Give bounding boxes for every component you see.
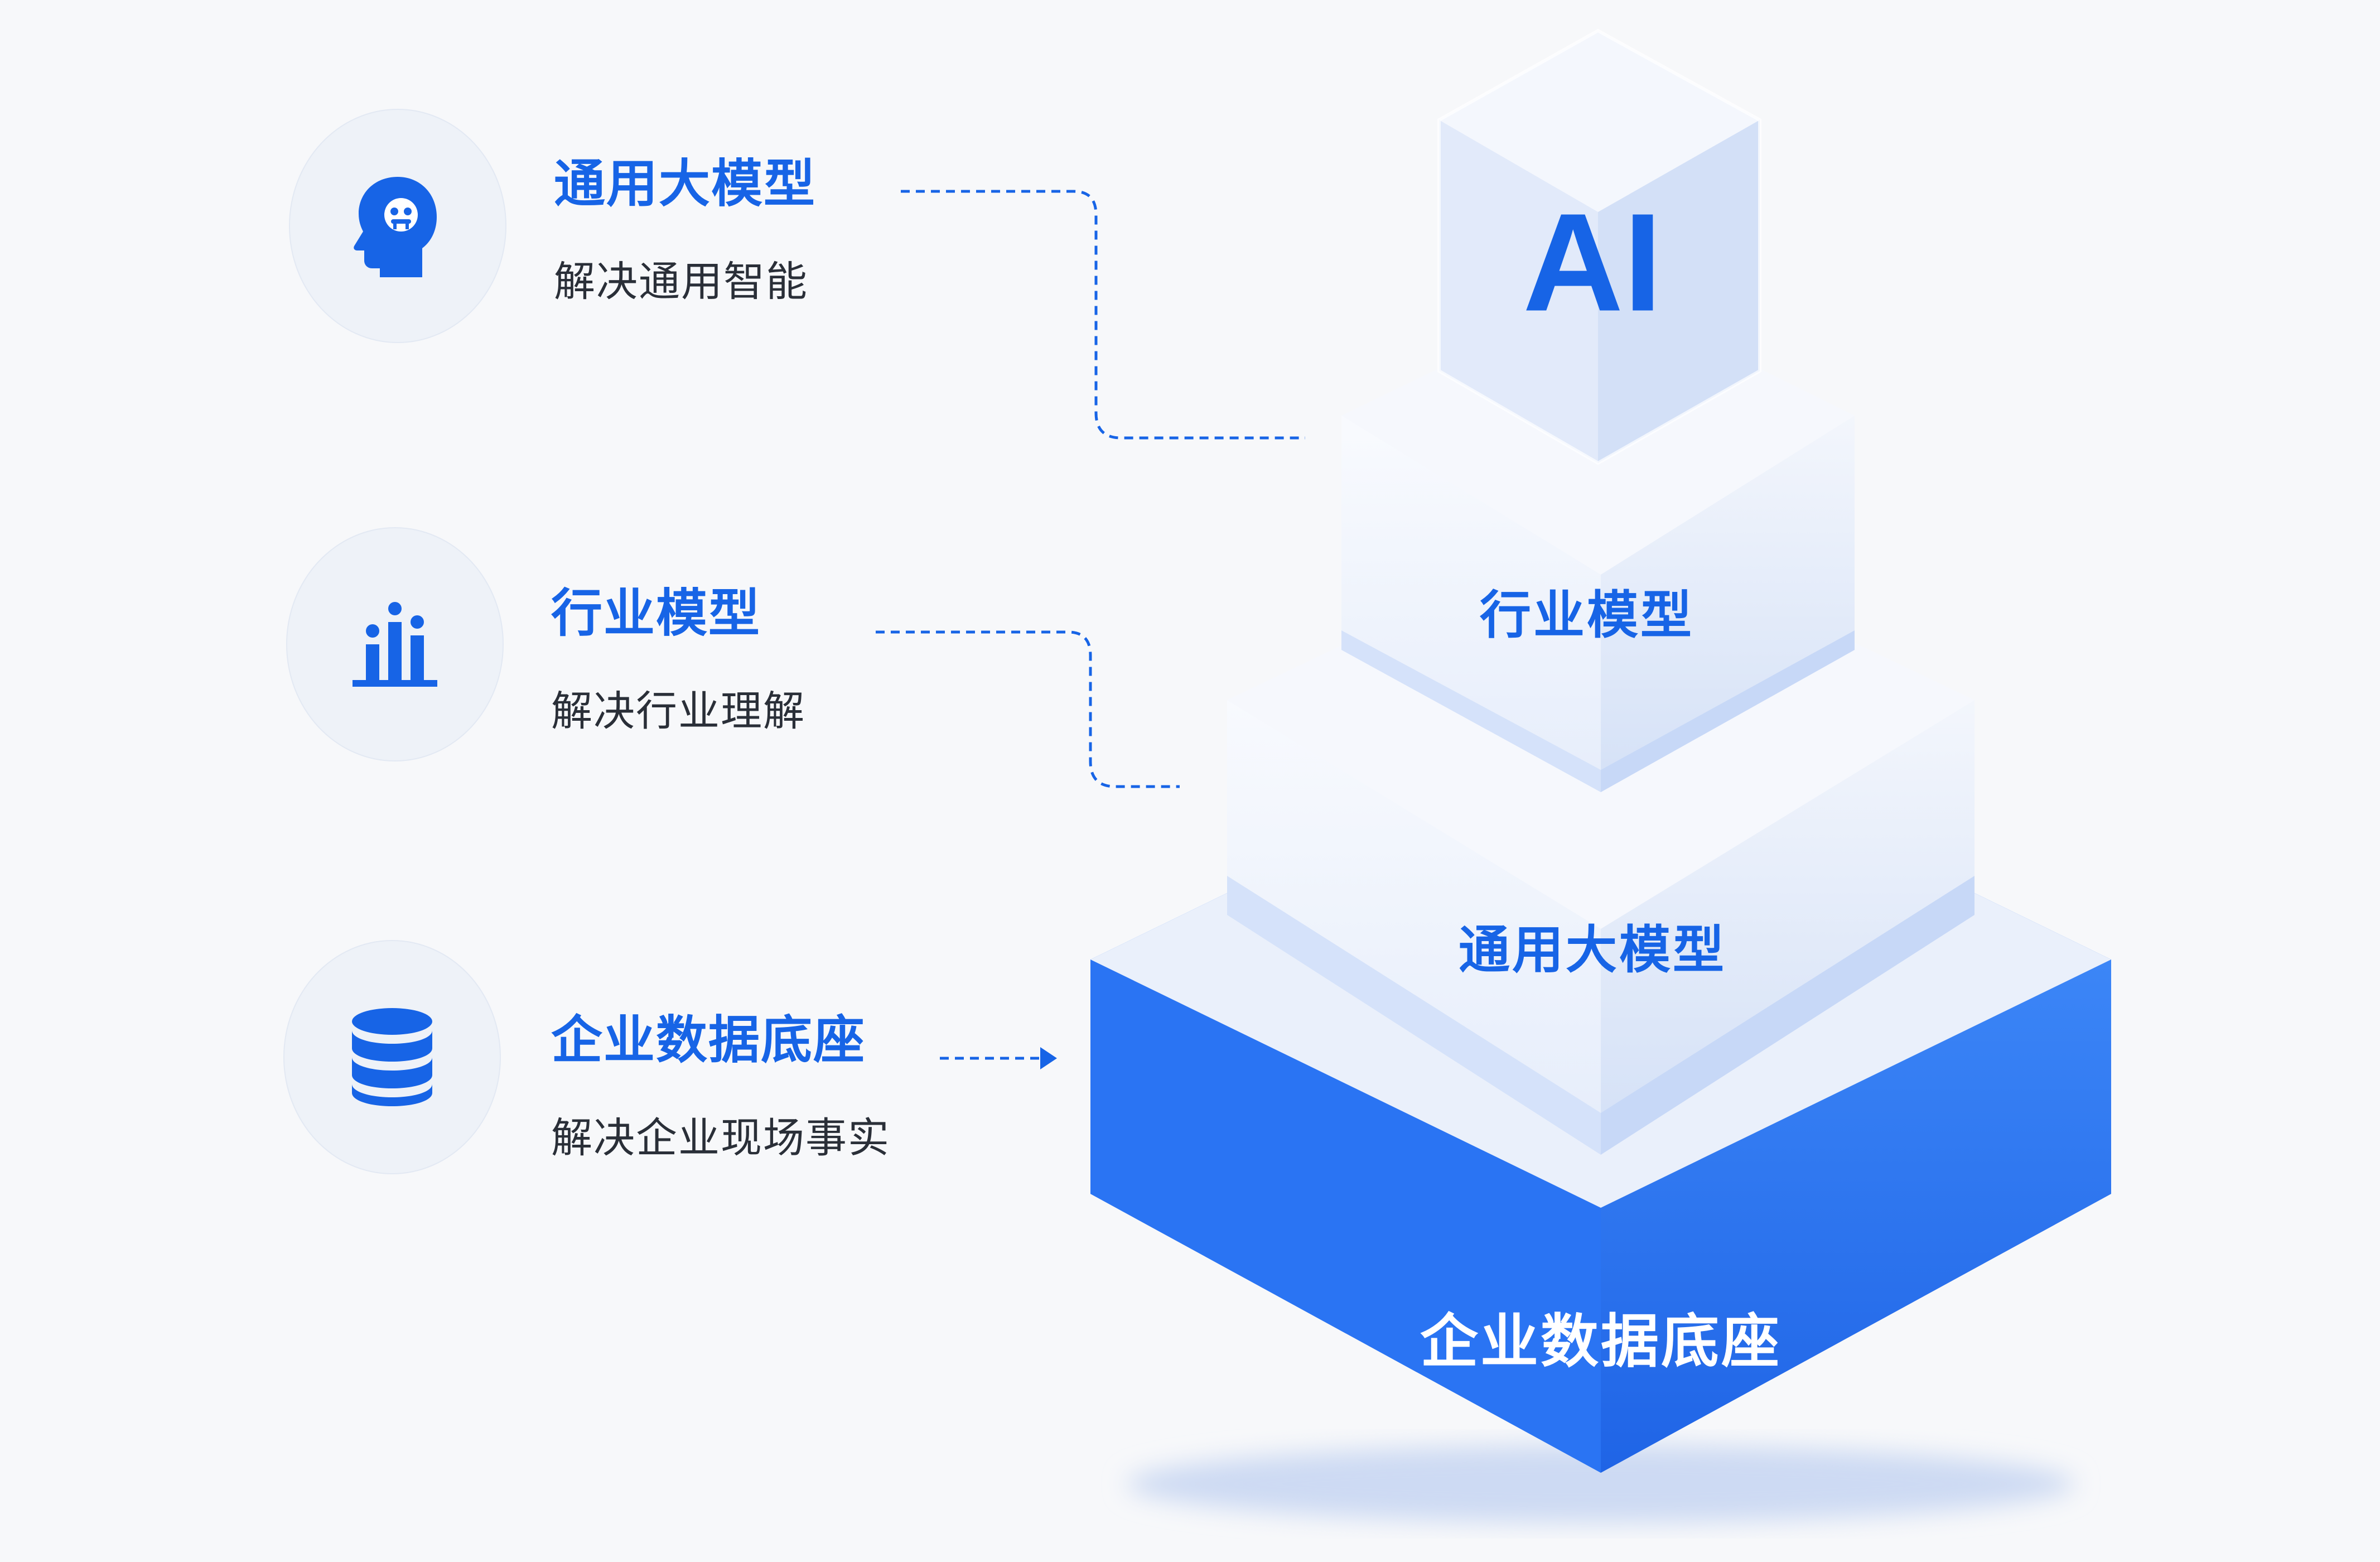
connector-industry-model (876, 630, 1180, 788)
general-model-desc: 解决通用智能 (554, 258, 808, 306)
data-foundation-title: 企业数据底座 (551, 1010, 866, 1070)
pyramid-tier2-label: 行业模型 (1479, 585, 1695, 645)
pyramid-base-label: 企业数据底座 (1420, 1307, 1782, 1376)
tier-ai-cube (1437, 28, 1761, 465)
industry-model-title: 行业模型 (551, 584, 761, 643)
pyramid-top-label: AI (1523, 184, 1662, 340)
base-shadow (1127, 1445, 2075, 1523)
data-foundation-icon-circle (283, 940, 501, 1174)
head-brain-icon (354, 177, 437, 277)
industry-model-icon-circle (286, 527, 504, 761)
general-model-title: 通用大模型 (554, 154, 817, 214)
database-icon (352, 1008, 432, 1106)
pyramid-tier3-label: 通用大模型 (1458, 920, 1727, 980)
bar-chart-icon (353, 602, 437, 687)
arrow-head-icon (1040, 1047, 1057, 1069)
industry-model-desc: 解决行业理解 (551, 687, 805, 735)
data-foundation-desc: 解决企业现场事实 (551, 1114, 890, 1162)
connector-general-model (901, 190, 1305, 440)
general-model-icon-circle (289, 109, 506, 343)
